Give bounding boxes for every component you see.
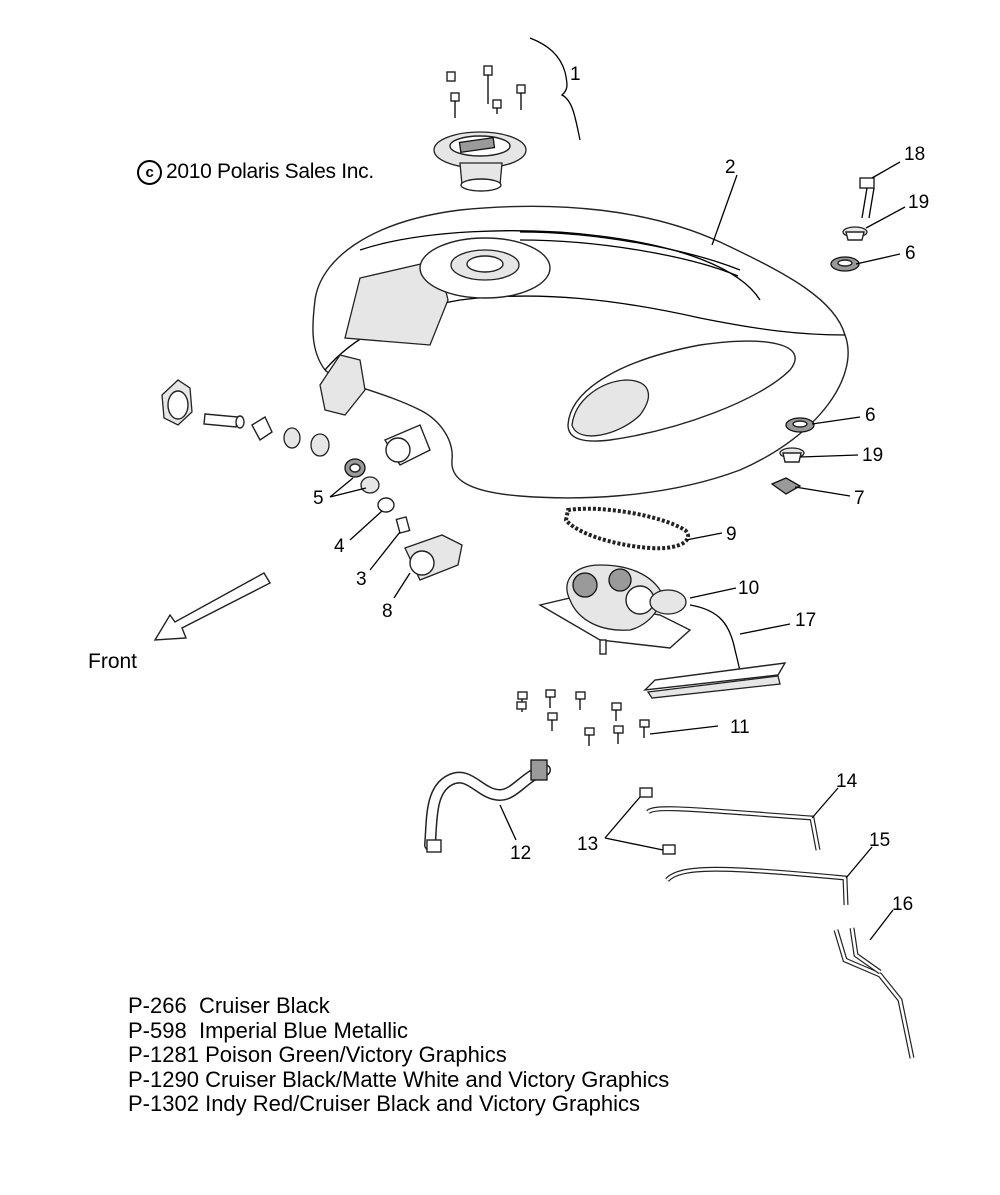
color-name: Indy Red/Cruiser Black and Victory Graph… bbox=[205, 1091, 640, 1116]
callout-6-lower: 6 bbox=[865, 405, 876, 426]
callout-4: 4 bbox=[334, 536, 345, 557]
fuel-pump-assembly bbox=[538, 564, 787, 699]
callout-9: 9 bbox=[726, 524, 737, 545]
callout-14: 14 bbox=[836, 771, 858, 792]
copyright-text: 2010 Polaris Sales Inc. bbox=[166, 160, 374, 183]
fuel-cap-assembly bbox=[433, 37, 581, 192]
copyright-symbol: c bbox=[137, 160, 162, 185]
callout-2: 2 bbox=[725, 157, 736, 178]
callout-10: 10 bbox=[738, 578, 759, 599]
callout-8: 8 bbox=[382, 601, 393, 622]
color-code-row: P-1290 Cruiser Black/Matte White and Vic… bbox=[128, 1066, 670, 1093]
callout-6-upper: 6 bbox=[905, 243, 916, 264]
front-label: Front bbox=[88, 650, 138, 673]
color-code: P-266 bbox=[128, 993, 187, 1018]
pump-screws bbox=[516, 689, 650, 746]
callout-19-lower: 19 bbox=[862, 445, 883, 466]
color-name: Imperial Blue Metallic bbox=[198, 1017, 409, 1043]
fuel-tank bbox=[312, 205, 849, 499]
callout-7: 7 bbox=[854, 488, 865, 509]
color-code: P-1290 bbox=[128, 1066, 199, 1092]
color-code: P-598 bbox=[128, 1017, 187, 1043]
color-code: P-1302 bbox=[128, 1091, 199, 1116]
mounting-bolt-upper bbox=[830, 177, 875, 272]
color-code-row: P-266 Cruiser Black bbox=[128, 993, 669, 1019]
color-name: Cruiser Black bbox=[198, 993, 330, 1018]
callout-labels: 1 2 18 19 6 6 19 7 9 10 17 5 4 3 8 11 12… bbox=[313, 64, 929, 915]
vent-lines bbox=[639, 787, 915, 1059]
callout-15: 15 bbox=[869, 830, 890, 851]
color-name: Poison Green/Victory Graphics bbox=[205, 1042, 507, 1067]
fuel-hose bbox=[424, 759, 551, 853]
color-code: P-1281 bbox=[128, 1042, 199, 1067]
callout-18: 18 bbox=[904, 144, 925, 165]
fuel-pump-gasket bbox=[563, 506, 690, 551]
callout-3: 3 bbox=[356, 569, 367, 590]
callout-13: 13 bbox=[577, 834, 598, 855]
callout-16: 16 bbox=[892, 894, 913, 915]
color-code-row: P-1302 Indy Red/Cruiser Black and Victor… bbox=[128, 1091, 669, 1117]
color-name: Cruiser Black/Matte White and Victory Gr… bbox=[205, 1066, 670, 1092]
callout-19-upper: 19 bbox=[908, 192, 929, 213]
callout-5: 5 bbox=[313, 488, 324, 509]
callout-17: 17 bbox=[795, 610, 816, 631]
color-code-list: P-266 Cruiser Black P-598 Imperial Blue … bbox=[128, 993, 670, 1117]
color-code-row: P-598 Imperial Blue Metallic bbox=[128, 1017, 669, 1044]
callout-12: 12 bbox=[510, 843, 531, 864]
front-direction-arrow bbox=[153, 572, 271, 641]
mounting-hardware-rear bbox=[770, 417, 815, 495]
callout-11: 11 bbox=[730, 717, 750, 738]
callout-1: 1 bbox=[570, 64, 581, 85]
color-code-row: P-1281 Poison Green/Victory Graphics bbox=[128, 1042, 669, 1068]
front-mount-hardware bbox=[161, 379, 463, 581]
leader-lines bbox=[329, 161, 906, 941]
